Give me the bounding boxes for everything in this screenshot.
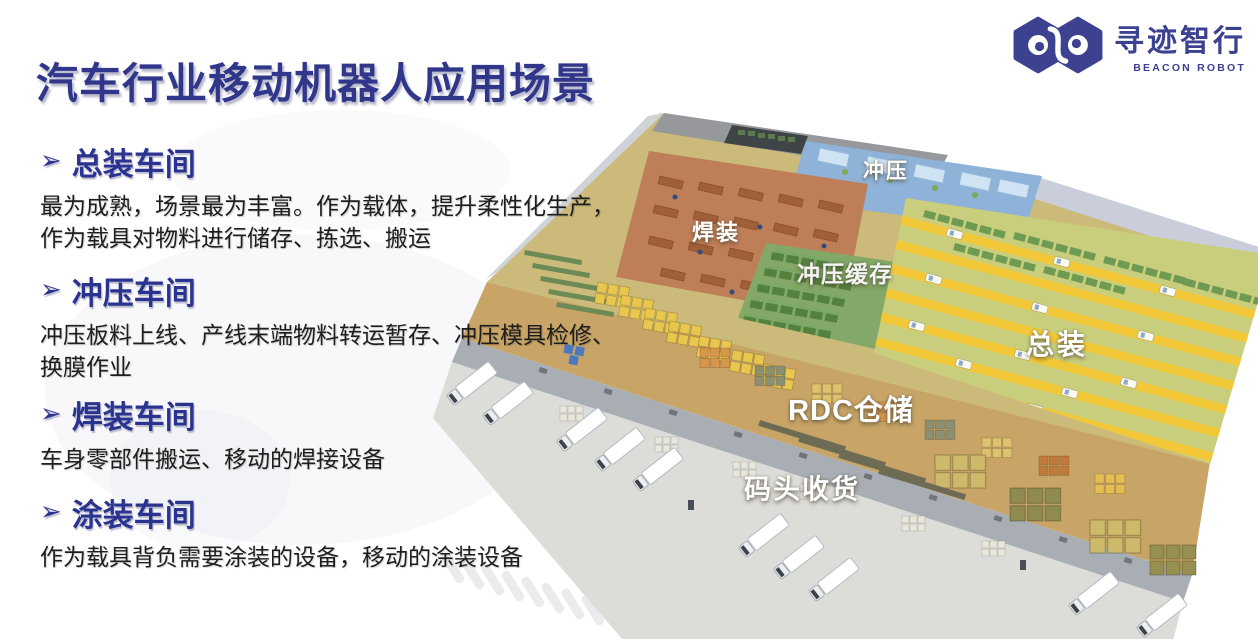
page-title: 汽车行业移动机器人应用场景 [36,60,596,108]
section-heading: ➢ 总装车间 [40,139,632,184]
background-watermark [45,110,725,639]
section-heading-text: 总装车间 [71,147,196,182]
section-painting: ➢ 涂装车间 作为载具背负需要涂装的设备，移动的涂装设备 [40,490,632,596]
section-stamping: ➢ 冲压车间 冲压板料上线、产线末端物料转运暂存、冲压模具检修、换膜作业 [40,268,632,406]
apron-pallets [559,405,1026,570]
arrow-bullet-icon: ➢ [40,496,62,526]
logo-name: 寻迹智行 [1114,25,1246,58]
arrow-bullet-icon: ➢ [40,274,62,304]
section-welding: ➢ 焊装车间 车身零部件搬运、移动的焊接设备 [40,392,632,498]
hall-logistics-area [524,250,797,391]
rdc-pallet-stacks [699,347,1197,576]
section-heading: ➢ 涂装车间 [40,490,632,535]
zone-label-dock-receiving: 码头收货 [744,474,860,505]
section-body: 最为成熟，场景最为丰富。作为载体，提升柔性化生产，作为载具对物料进行储存、拣选、… [40,193,615,251]
section-body: 冲压板料上线、产线末端物料转运暂存、冲压模具检修、换膜作业 [40,322,615,380]
dock-apron [433,362,1183,639]
zone-label-welding: 焊装 [691,220,741,245]
zone-label-stamping-buffer: 冲压缓存 [797,261,893,287]
zone-label-stamping: 冲压 [863,160,909,183]
section-heading-text: 焊装车间 [71,400,196,435]
logo-subtitle: BEACON ROBOT [1133,62,1246,74]
section-heading-text: 冲压车间 [71,276,196,311]
section-body: 车身零部件搬运、移动的焊接设备 [40,446,385,472]
zone-label-rdc-warehouse: RDC仓储 [788,395,914,427]
section-body: 作为载具背负需要涂装的设备，移动的涂装设备 [40,544,523,570]
section-final-assembly: ➢ 总装车间 最为成熟，场景最为丰富。作为载体，提升柔性化生产，作为载具对物料进… [40,139,632,277]
arrow-bullet-icon: ➢ [40,398,62,428]
section-heading: ➢ 冲压车间 [40,268,632,313]
arrow-bullet-icon: ➢ [40,145,62,175]
zone-label-final-assembly: 总装 [1025,329,1089,360]
stamping-buffer-zone [738,243,910,350]
section-heading-text: 涂装车间 [71,498,196,533]
logo: 寻迹智行 BEACON ROBOT [1012,12,1246,78]
logo-mark-icon [1013,16,1103,74]
dock-doors [538,366,1133,565]
section-heading: ➢ 焊装车间 [40,392,632,437]
